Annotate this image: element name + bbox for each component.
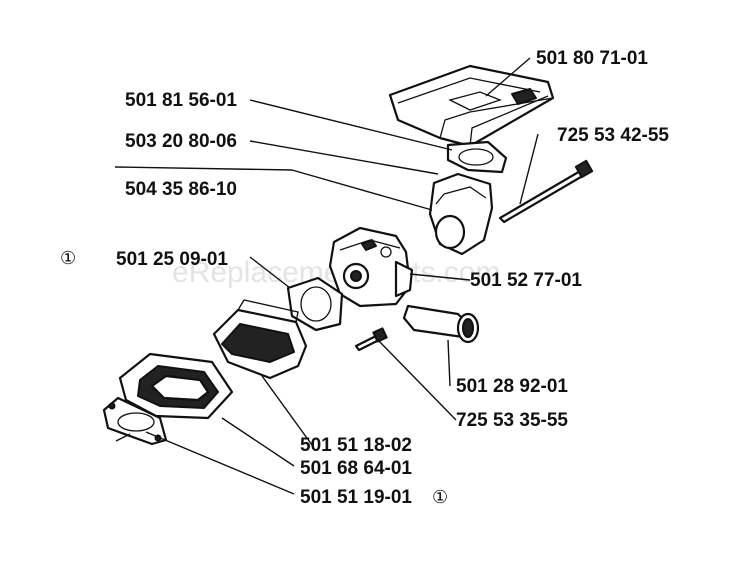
part-label-501-81-56-01: 501 81 56-01 [125, 90, 237, 111]
part-label-504-35-86-10: 504 35 86-10 [125, 179, 237, 200]
intake-adapter-part [428, 172, 494, 256]
part-label-503-20-80-06: 503 20 80-06 [125, 131, 237, 152]
long-screw-part [498, 159, 594, 224]
part-label-725-53-35-55: 725 53 35-55 [456, 410, 568, 431]
gasket-part [446, 140, 508, 174]
part-label-725-53-42-55: 725 53 42-55 [557, 125, 669, 146]
air-filter-cover-part [388, 64, 555, 148]
part-label-501-28-92-01: 501 28 92-01 [456, 376, 568, 397]
short-screw-part [354, 327, 388, 352]
part-label-501-52-77-01: 501 52 77-01 [470, 270, 582, 291]
note-symbol-left: ① [60, 248, 76, 269]
intake-manifold-part [212, 299, 308, 380]
leader-lines [114, 57, 539, 495]
part-label-501-25-09-01: 501 25 09-01 [116, 249, 228, 270]
part-label-501-80-71-01: 501 80 71-01 [536, 48, 648, 69]
part-label-501-51-19-01: 501 51 19-01 [300, 487, 412, 508]
carburetor-part [328, 226, 414, 308]
air-filter-part [402, 304, 480, 344]
note-symbol-right: ① [432, 487, 448, 508]
part-label-501-68-64-01: 501 68 64-01 [300, 458, 412, 479]
part-label-501-51-18-02: 501 51 18-02 [300, 435, 412, 456]
spacer-part [118, 352, 234, 420]
carb-gasket-part [286, 276, 344, 332]
